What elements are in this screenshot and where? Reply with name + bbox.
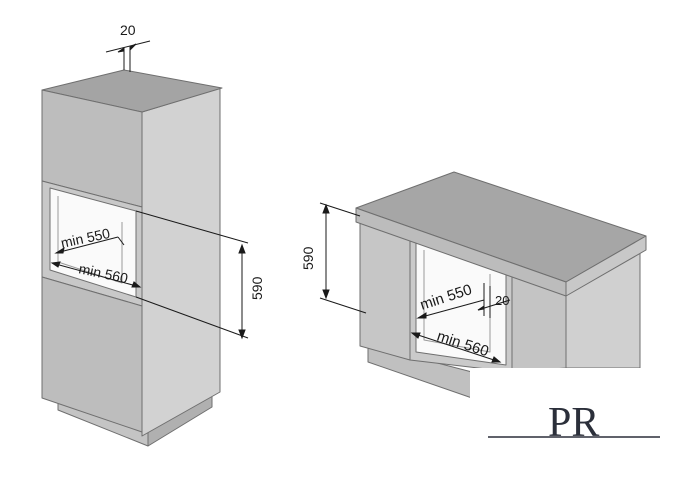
base-cabinet-niche-height-label: 590 [300, 246, 316, 270]
base-cabinet-depth-offset-label: 20 [495, 293, 509, 308]
base-cabinet [355, 171, 647, 399]
base-cabinet-countertop-side [565, 235, 647, 297]
tall-cabinet-side-panel [141, 87, 221, 437]
tall-cabinet-depth-offset-label: 20 [120, 22, 136, 38]
tall-cabinet-lower-front [41, 276, 143, 433]
base-cabinet-left-unit [359, 219, 411, 361]
logo-text: PR [548, 400, 599, 446]
pr-logo: PR [470, 368, 670, 446]
tall-cabinet-niche-inner-edge [57, 196, 123, 284]
base-cabinet-dimension-lines [319, 202, 511, 363]
tall-cabinet-dimension-lines [50, 40, 249, 340]
tall-cabinet [41, 69, 223, 447]
tall-cabinet-niche-height-label: 590 [249, 276, 265, 300]
